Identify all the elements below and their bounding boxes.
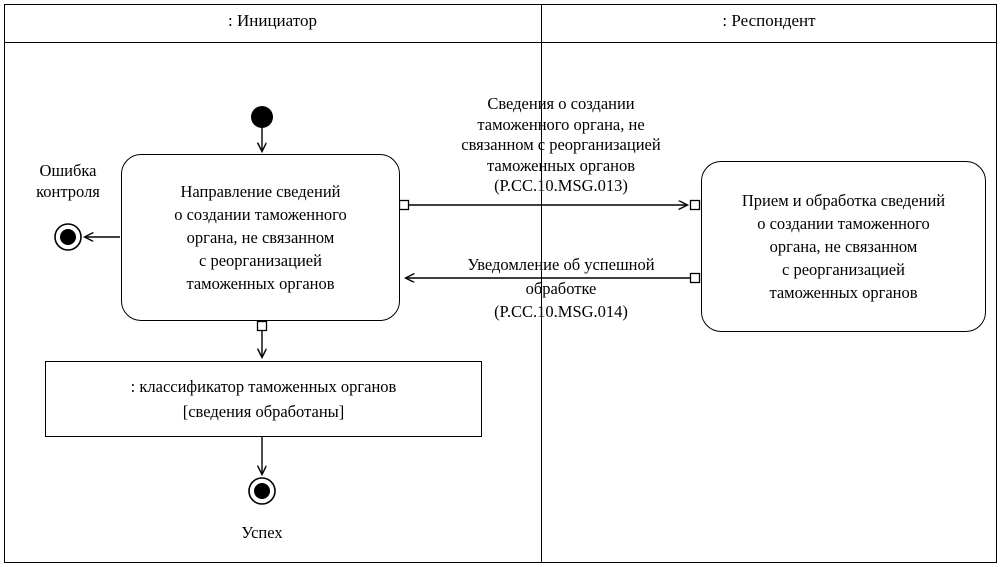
activity-receive-process-info: Прием и обработка сведений о создании та… [701, 161, 986, 332]
error-final-label: Ошибка контроля [36, 161, 100, 201]
swimlane-header-line [4, 42, 996, 43]
swimlane-header-initiator: : Инициатор [228, 11, 317, 30]
message-label-response: Уведомление об успешной обработке (P.CC.… [467, 255, 655, 321]
swimlane-divider [541, 4, 542, 562]
swimlane-header-respondent: : Респондент [722, 11, 816, 30]
object-node-classifier: : классификатор таможенных органов [свед… [45, 361, 482, 437]
success-final-label: Успех [241, 523, 283, 542]
activity-send-info: Направление сведений о создании таможенн… [121, 154, 400, 321]
diagram-frame [4, 4, 997, 563]
message-label-request: Сведения о создании таможенного органа, … [461, 94, 661, 195]
